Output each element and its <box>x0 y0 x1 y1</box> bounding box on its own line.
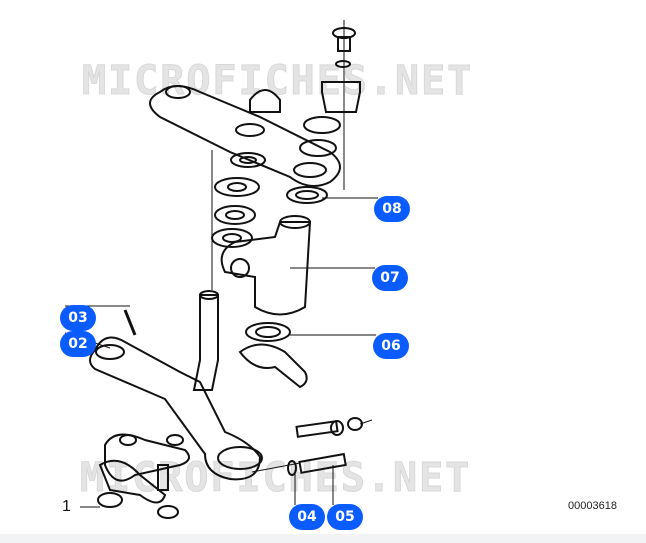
callout-07[interactable]: 07 <box>372 265 408 291</box>
callout-06[interactable]: 06 <box>373 333 409 359</box>
diagram-code: 00003618 <box>568 500 617 512</box>
callout-04[interactable]: 04 <box>289 504 325 530</box>
callout-03[interactable]: 03 <box>60 305 96 331</box>
footer-strip <box>0 534 646 543</box>
callout-1-label: 1 <box>62 498 71 515</box>
callout-05[interactable]: 05 <box>327 504 363 530</box>
callout-02[interactable]: 02 <box>60 331 96 357</box>
callout-08[interactable]: 08 <box>374 196 410 222</box>
